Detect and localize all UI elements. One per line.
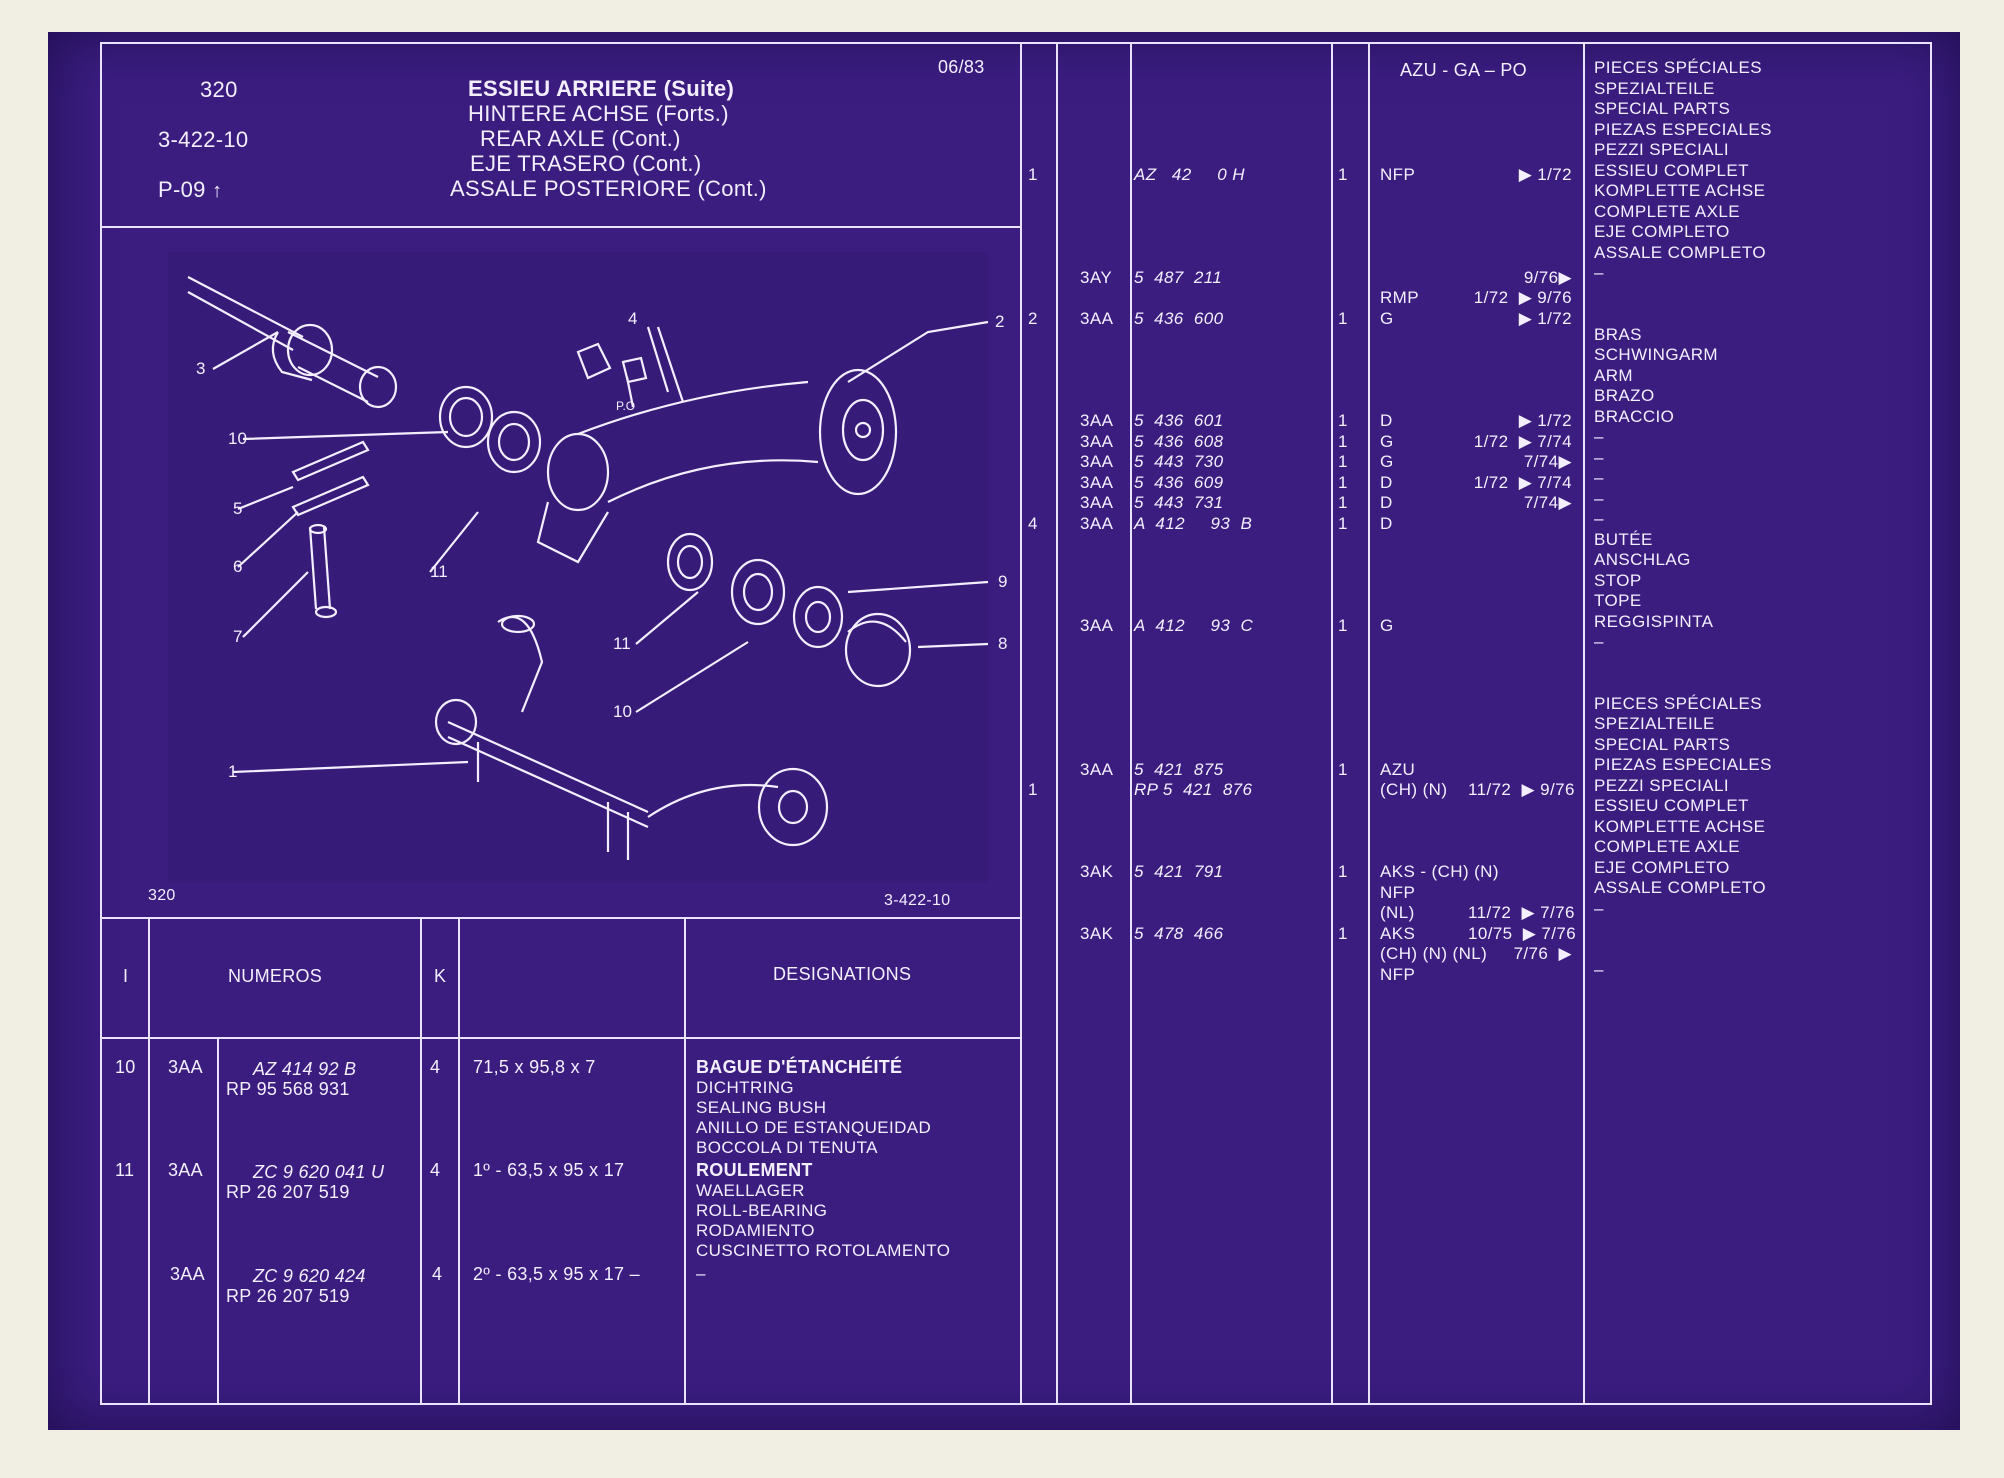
- divider: [148, 917, 150, 1403]
- parts-catalog-sheet: 320 3-422-10 P-09 ↑ 06/83 ESSIEU ARRIERE…: [48, 32, 1960, 1430]
- ref-number: 320: [200, 77, 238, 102]
- row-part-number: AZ 414 92 B: [253, 1059, 357, 1079]
- title-it: ASSALE POSTERIORE (Cont.): [450, 176, 767, 201]
- callout-1: 1: [228, 762, 237, 781]
- diagram-caption-right: 3-422-10: [884, 892, 951, 909]
- row-type: 3AA: [168, 1160, 203, 1180]
- row-desc-3: ANILLO DE ESTANQUEIDAD: [696, 1118, 932, 1137]
- right-col-index: 1 2 4 1: [1028, 165, 1038, 799]
- page-code-label: P-09: [158, 177, 206, 202]
- row-qty: 4: [430, 1160, 441, 1180]
- title-de: HINTERE ACHSE (Forts.): [468, 101, 729, 126]
- right-col-variant: NFP RMP G D G G D D D G AZU (CH) (N) AKS…: [1380, 165, 1499, 984]
- title-fr: ESSIEU ARRIERE (Suite): [468, 76, 735, 101]
- callout-7: 7: [233, 627, 242, 646]
- row-type: 3AA: [170, 1264, 205, 1284]
- divider: [1331, 42, 1333, 1403]
- row-designation: ROULEMENT: [696, 1160, 813, 1180]
- callout-2: 2: [995, 312, 1004, 331]
- title-es: EJE TRASERO (Cont.): [470, 151, 702, 176]
- row-rp-number: RP 26 207 519: [226, 1286, 350, 1306]
- right-col-qty: 1 1 1 1 1 1 1 1 1 1 1 1: [1338, 165, 1348, 943]
- row-part-number: ZC 9 620 424: [253, 1266, 366, 1286]
- divider: [1368, 42, 1370, 1403]
- divider: [1020, 42, 1022, 1403]
- row-desc-1: –: [696, 1264, 706, 1283]
- divider: [217, 1037, 219, 1403]
- diagram-bottom-divider: [100, 917, 1022, 919]
- row-index: 11: [115, 1160, 135, 1180]
- row-index: 10: [115, 1057, 136, 1077]
- variant-header: AZU - GA – PO: [1400, 60, 1527, 80]
- exploded-axle-diagram: 3 2 4 P.O 10 5 6 7 11 9 8 11 10 1: [168, 252, 1007, 882]
- diagram-caption-left: 320: [148, 887, 176, 904]
- row-desc-3: RODAMIENTO: [696, 1221, 815, 1240]
- section-code: 3-422-10: [158, 127, 249, 152]
- right-col-designations: PIECES SPÉCIALES SPEZIALTEILE SPECIAL PA…: [1594, 58, 1772, 979]
- col-header-i: I: [123, 966, 129, 986]
- callout-9: 9: [998, 572, 1007, 591]
- row-desc-1: WAELLAGER: [696, 1181, 805, 1200]
- callout-4: 4: [628, 309, 637, 328]
- callout-6: 6: [233, 557, 242, 576]
- row-dimensions: 1º - 63,5 x 95 x 17: [473, 1160, 625, 1180]
- row-desc-2: SEALING BUSH: [696, 1098, 827, 1117]
- header-divider: [100, 226, 1022, 228]
- row-type: 3AA: [168, 1057, 203, 1077]
- right-col-part-number: AZ 42 0 H 5 487 211 5 436 600 5 436 601 …: [1134, 165, 1254, 943]
- row-desc-1: DICHTRING: [696, 1078, 795, 1097]
- page-code: P-09 ↑: [158, 177, 222, 204]
- divider: [684, 917, 686, 1403]
- divider: [1583, 42, 1585, 1403]
- row-dimensions: 71,5 x 95,8 x 7: [473, 1057, 596, 1077]
- callout-po: P.O: [616, 399, 635, 413]
- col-header-k: K: [434, 966, 447, 986]
- callout-3: 3: [196, 359, 205, 378]
- divider: [1056, 42, 1058, 1403]
- callout-11-bottom: 11: [613, 634, 631, 653]
- row-qty: 4: [432, 1264, 443, 1284]
- divider: [1130, 42, 1132, 1403]
- callout-10-top: 10: [228, 429, 247, 448]
- title-en: REAR AXLE (Cont.): [480, 126, 681, 151]
- right-col-dates: ▶ 1/72 9/76▶ 1/72 ▶ 9/76 ▶ 1/72 ▶ 1/72 1…: [1468, 165, 1577, 963]
- callout-5: 5: [233, 499, 242, 518]
- row-rp-number: RP 26 207 519: [226, 1182, 350, 1202]
- divider: [420, 917, 422, 1403]
- row-part-number: ZC 9 620 041 U: [253, 1162, 385, 1182]
- right-col-type: 3AY 3AA 3AA 3AA 3AA 3AA 3AA 3AA 3AA 3AA …: [1080, 267, 1114, 943]
- callout-8: 8: [998, 634, 1007, 653]
- row-rp-number: RP 95 568 931: [226, 1079, 350, 1099]
- row-qty: 4: [430, 1057, 441, 1077]
- col-header-designations: DESIGNATIONS: [773, 964, 912, 984]
- row-desc-4: CUSCINETTO ROTOLAMENTO: [696, 1241, 951, 1260]
- row-desc-2: ROLL-BEARING: [696, 1201, 828, 1220]
- row-dimensions: 2º - 63,5 x 95 x 17 –: [473, 1264, 640, 1284]
- outer-frame: [100, 42, 1932, 1405]
- row-desc-4: BOCCOLA DI TENUTA: [696, 1138, 878, 1157]
- divider: [458, 917, 460, 1403]
- table-header-divider: [100, 1037, 1022, 1039]
- callout-11-top: 11: [430, 562, 448, 581]
- arrow-up-icon: ↑: [212, 180, 223, 202]
- edition-date: 06/83: [938, 57, 985, 77]
- callout-10-bottom: 10: [613, 702, 632, 721]
- row-designation: BAGUE D'ÉTANCHÉITÉ: [696, 1057, 903, 1077]
- col-header-numeros: NUMEROS: [228, 966, 323, 986]
